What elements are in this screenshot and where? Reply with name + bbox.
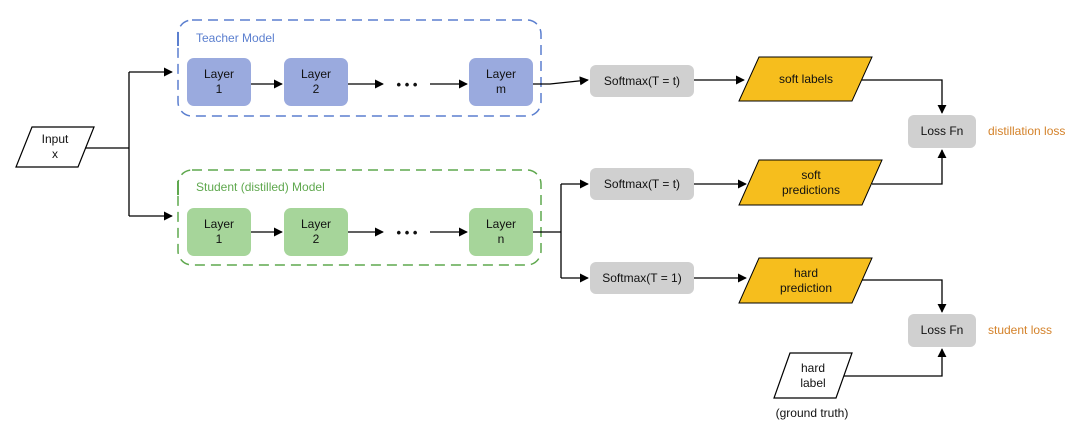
arrow-hard-label-loss — [844, 348, 947, 377]
loss-fn-student-box — [908, 314, 976, 347]
arrow-hard-prediction-loss — [862, 279, 947, 313]
softmax-teacher-box — [590, 65, 694, 97]
student-layer-n-box — [469, 208, 533, 256]
input-shape — [15, 126, 95, 168]
student-model-title: Student (distilled) Model — [196, 180, 325, 194]
hard-label-shape — [773, 352, 853, 399]
teacher-model-container — [177, 19, 542, 117]
teacher-layer-m-box — [469, 58, 533, 106]
softmax-student-soft-box — [590, 168, 694, 200]
teacher-model-title: Teacher Model — [196, 31, 275, 45]
loss-fn-distillation-box — [908, 115, 976, 148]
teacher-layer-2-box — [284, 58, 348, 106]
softmax-student-hard-box — [590, 262, 694, 294]
soft-labels-shape — [738, 56, 873, 102]
student-model-container — [177, 169, 542, 266]
arrow-soft-predictions-loss — [872, 149, 947, 185]
soft-predictions-shape — [738, 159, 883, 206]
student-layer-2-box — [284, 208, 348, 256]
arrow-soft-labels-loss — [862, 79, 947, 114]
teacher-layer-1-box — [187, 58, 251, 106]
distillation-loss-caption: distillation loss — [988, 124, 1066, 138]
student-loss-caption: student loss — [988, 323, 1053, 337]
student-layer-1-box — [187, 208, 251, 256]
arrow-layerm-softmax — [533, 76, 589, 86]
hard-prediction-shape — [738, 257, 873, 304]
